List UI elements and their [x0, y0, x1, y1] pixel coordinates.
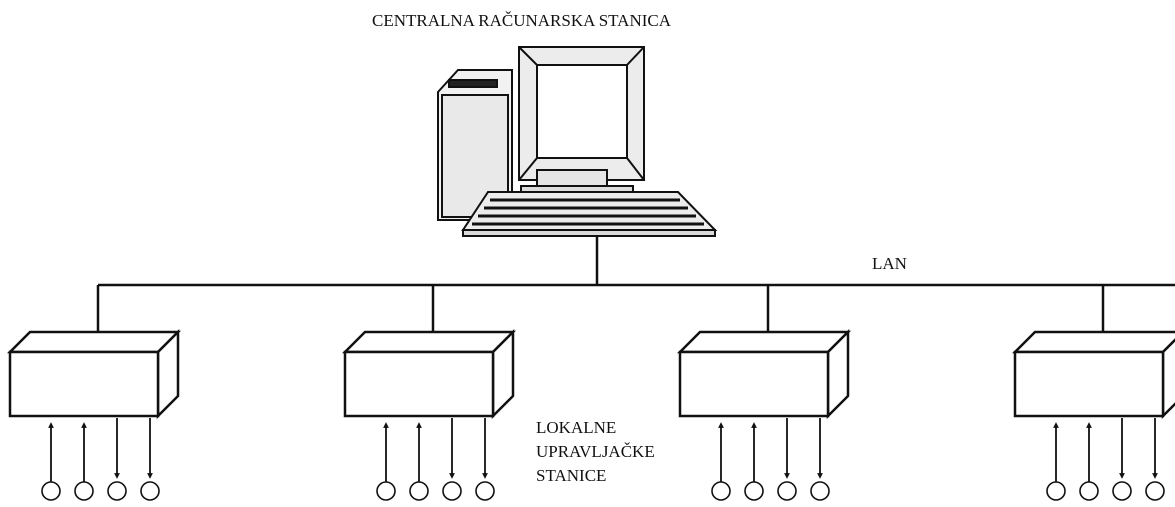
monitor-screen — [536, 64, 628, 159]
local-stations-label-line1: LOKALNE — [536, 418, 617, 437]
local-stations-label: LOKALNE UPRAVLJAČKE STANICE — [536, 416, 655, 488]
local-station-3 — [676, 285, 852, 501]
lan-label: LAN — [872, 254, 907, 273]
sensor-circle — [810, 481, 830, 501]
sensor-circle — [442, 481, 462, 501]
sensor-circle — [711, 481, 731, 501]
lan-bus — [98, 236, 1175, 287]
sensor-circle — [744, 481, 764, 501]
monitor-neck — [536, 169, 608, 187]
tower-drive-slot — [448, 79, 498, 88]
sensor-circle — [376, 481, 396, 501]
sensor-circle — [777, 481, 797, 501]
sensor-circle — [140, 481, 160, 501]
sensor-circle — [1112, 481, 1132, 501]
sensor-circle — [409, 481, 429, 501]
local-stations — [6, 285, 1175, 501]
central-station-label: CENTRALNA RAČUNARSKA STANICA — [372, 11, 672, 30]
station-box-top — [6, 330, 182, 354]
station-box-front — [678, 350, 830, 418]
local-stations-label-line2: UPRAVLJAČKE — [536, 442, 655, 461]
sensor-circle — [475, 481, 495, 501]
sensor-circle — [1079, 481, 1099, 501]
local-station-2 — [341, 285, 517, 501]
local-station-1 — [6, 285, 182, 501]
station-box-front — [343, 350, 495, 418]
station-box-top — [1011, 330, 1175, 354]
sensor-circle — [74, 481, 94, 501]
station-box-top — [341, 330, 517, 354]
sensor-circle — [1145, 481, 1165, 501]
local-station-4 — [1011, 285, 1175, 501]
sensor-circle — [41, 481, 61, 501]
sensor-circle — [1046, 481, 1066, 501]
station-box-front — [8, 350, 160, 418]
sensor-circle — [107, 481, 127, 501]
station-box-front — [1013, 350, 1165, 418]
computer-icon — [437, 46, 718, 237]
local-stations-label-line3: STANICE — [536, 466, 607, 485]
station-box-top — [676, 330, 852, 354]
